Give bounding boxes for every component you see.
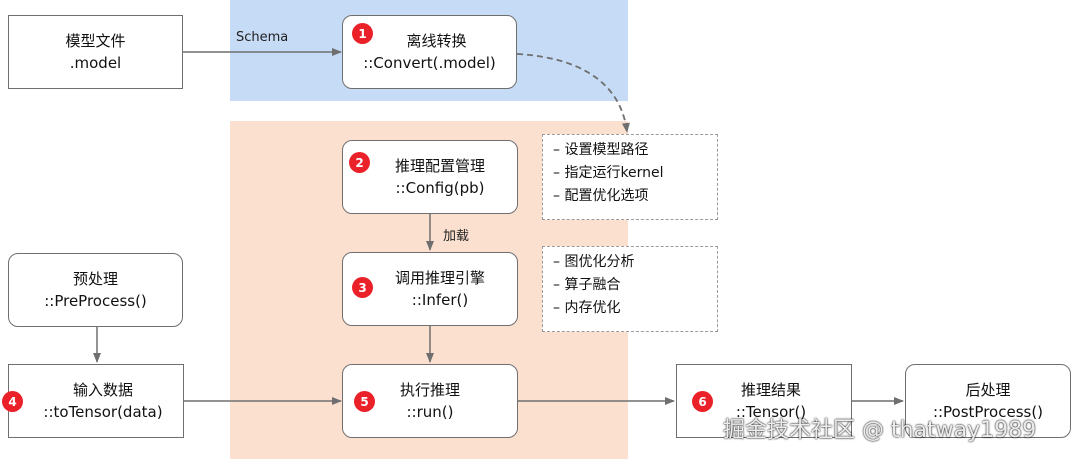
run-step-badge: 5: [354, 391, 375, 412]
note-item: – 内存优化: [553, 300, 621, 316]
run-title: 执行推理: [399, 381, 460, 399]
arrow-convert-to-notes: [516, 53, 630, 133]
postprocess-subtitle: ::PostProcess(): [932, 403, 1044, 421]
config-title: 推理配置管理: [394, 157, 485, 175]
postprocess-node: 后处理 ::PostProcess(): [905, 364, 1071, 438]
infer-node: 调用推理引擎 ::Infer(): [342, 252, 518, 326]
result-subtitle: ::Tensor(): [735, 403, 807, 421]
convert-subtitle: ::Convert(.model): [363, 54, 496, 72]
model-file-node: 模型文件 .model: [8, 15, 183, 89]
convert-step-badge: 1: [352, 23, 373, 44]
config-subtitle: ::Config(pb): [395, 179, 485, 197]
preprocess-title: 预处理: [72, 270, 118, 288]
note-item: – 配置优化选项: [553, 188, 649, 204]
note-item: – 算子融合: [553, 277, 621, 293]
convert-title: 离线转换: [406, 32, 467, 50]
note-item: – 指定运行kernel: [553, 165, 664, 181]
model-config-notes: – 设置模型路径 – 指定运行kernel – 配置优化选项: [542, 134, 718, 220]
model-file-subtitle: .model: [69, 54, 122, 72]
preprocess-subtitle: ::PreProcess(): [44, 292, 147, 310]
engine-optimization-notes: – 图优化分析 – 算子融合 – 内存优化: [542, 246, 718, 332]
convert-node: 离线转换 ::Convert(.model): [342, 15, 517, 89]
input-data-subtitle: ::toTensor(data): [43, 403, 163, 421]
input-data-title: 输入数据: [72, 381, 133, 399]
infer-subtitle: ::Infer(): [411, 291, 469, 309]
result-step-badge: 6: [692, 391, 713, 412]
postprocess-title: 后处理: [965, 381, 1011, 399]
result-title: 推理结果: [740, 381, 801, 399]
input-step-badge: 4: [2, 391, 23, 412]
input-data-node: 输入数据 ::toTensor(data): [8, 364, 184, 438]
edge-label-schema: Schema: [236, 30, 289, 45]
note-item: – 设置模型路径: [553, 142, 649, 158]
edge-label-load: 加载: [443, 229, 470, 244]
model-file-title: 模型文件: [65, 32, 126, 50]
config-node: 推理配置管理 ::Config(pb): [342, 140, 518, 214]
run-subtitle: ::run(): [406, 403, 454, 421]
note-item: – 图优化分析: [553, 254, 635, 270]
infer-title: 调用推理引擎: [394, 269, 485, 287]
preprocess-node: 预处理 ::PreProcess(): [8, 253, 183, 327]
watermark: 掘金技术社区 @ thatway1989: [723, 418, 1037, 443]
config-step-badge: 2: [349, 152, 370, 173]
infer-step-badge: 3: [352, 277, 373, 298]
